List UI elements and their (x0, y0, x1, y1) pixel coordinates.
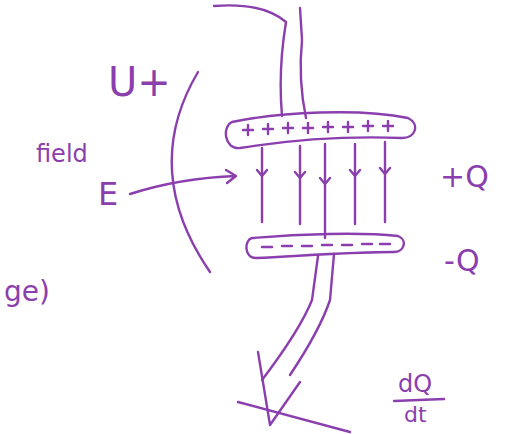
top-wire (300, 8, 306, 118)
minus-charges (262, 244, 390, 247)
current-numerator: dQ (398, 372, 432, 396)
current-denominator: dt (404, 404, 427, 426)
bottom-wire (262, 256, 318, 380)
charge-label: +Q (440, 162, 489, 192)
scribble (238, 402, 350, 432)
bottom-plate (246, 234, 403, 258)
field-arrowheads (257, 168, 390, 184)
partial-note: ge) (4, 278, 50, 306)
voltage-bracket (172, 72, 210, 272)
pointer-arrow (130, 170, 236, 194)
charge-label: -Q (444, 246, 480, 276)
field-lines (262, 142, 385, 238)
plus-charges (243, 121, 393, 135)
top-plate (226, 112, 415, 148)
voltage-label: U+ (108, 62, 171, 102)
top-wire (214, 5, 286, 116)
field-label: field (36, 142, 88, 166)
bottom-wire (290, 254, 334, 375)
fraction-bar (394, 399, 444, 401)
field-symbol: E (98, 178, 118, 210)
